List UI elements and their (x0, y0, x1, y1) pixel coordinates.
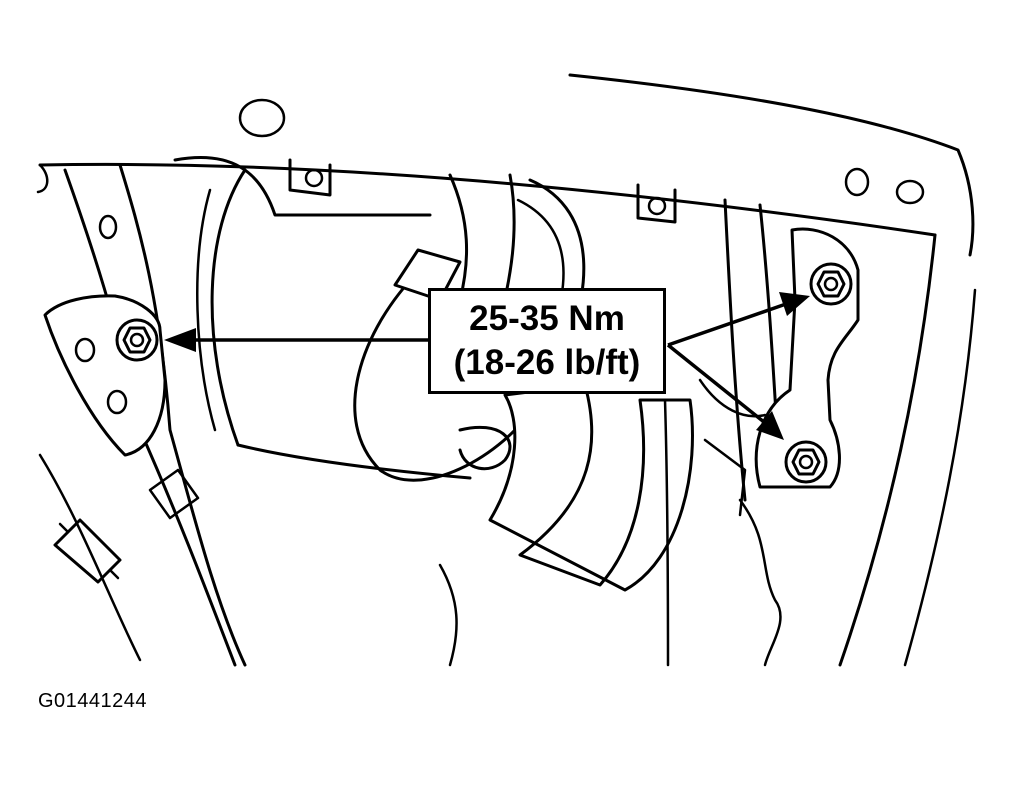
bolt-icon (115, 318, 159, 362)
starter-body-bottom (236, 443, 472, 480)
panel-far-right-curve (903, 288, 977, 667)
hole-top-right-1 (844, 167, 870, 197)
bracket-hole-center (304, 168, 324, 188)
hole-top-left (238, 98, 286, 138)
left-mounting-bracket (43, 294, 167, 457)
starter-body-rib (196, 188, 217, 432)
bracket-hole-2 (106, 389, 128, 415)
bracket-hole-1 (74, 337, 96, 363)
torque-callout: 25-35 Nm (18-26 lb/ft) (428, 288, 666, 394)
bracket-hole-right (647, 196, 667, 216)
hole-top-right-2 (895, 179, 925, 205)
panel-top-edge (38, 162, 937, 237)
bolt-icon (784, 440, 828, 484)
left-strap-inner (118, 163, 247, 667)
arrow-icon (164, 328, 428, 352)
left-lower-tab (148, 468, 200, 520)
panel-upper-shell (568, 73, 975, 257)
ribbon-band (488, 383, 694, 592)
bolt-icon (809, 262, 853, 306)
right-strap-outer (723, 198, 747, 502)
cable-loop (353, 178, 586, 482)
top-bracket-center (288, 158, 332, 197)
harness-clip (393, 248, 462, 302)
right-strap-detail (698, 378, 767, 517)
torque-imperial-label: (18-26 lb/ft) (453, 343, 641, 382)
left-connector-plug (58, 522, 120, 580)
lower-curve-1 (438, 563, 458, 667)
lower-right-wavy (738, 498, 782, 667)
torque-metric-label: 25-35 Nm (469, 299, 625, 338)
left-connector (53, 518, 122, 584)
strap-hole (98, 214, 118, 240)
top-bracket-right (636, 183, 677, 224)
panel-left-top-notch (36, 163, 49, 194)
harness-lower-loop (458, 425, 512, 471)
arrow-icon (666, 343, 784, 440)
arrow-icon (667, 292, 810, 347)
starter-body-left (210, 168, 247, 447)
figure-id-label: G01441244 (38, 690, 148, 712)
left-edge-curve (38, 453, 142, 662)
lower-vertical (663, 398, 670, 667)
panel-right-edge (838, 233, 937, 667)
